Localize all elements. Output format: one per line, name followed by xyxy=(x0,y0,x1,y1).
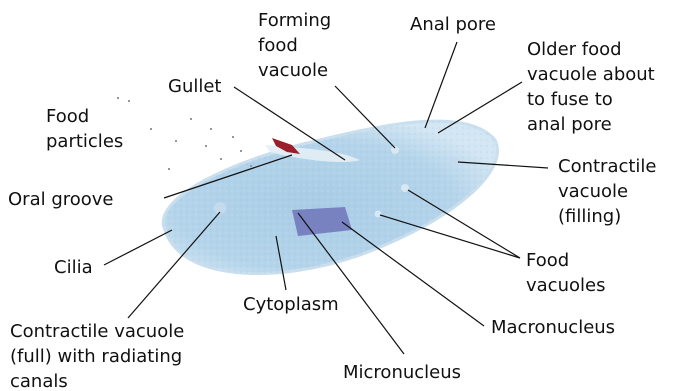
label-food-particles-line-1: Food xyxy=(46,106,89,127)
label-older-food-vacuole-line-1: Older food xyxy=(527,39,622,60)
label-food-vacuoles: Food vacuoles xyxy=(526,250,605,296)
label-gullet: Gullet xyxy=(168,76,222,97)
label-cilia: Cilia xyxy=(54,257,93,278)
label-contractile-vacuole-filling-line-2: vacuole xyxy=(558,181,628,202)
food-vacuole-3 xyxy=(375,211,382,218)
label-cytoplasm: Cytoplasm xyxy=(243,294,339,315)
label-contractile-vacuole-full: Contractile vacuole (full) with radiatin… xyxy=(10,321,190,391)
label-forming-food-vacuole-line-3: vacuole xyxy=(258,60,328,81)
label-contractile-vacuole-filling-line-1: Contractile xyxy=(558,156,657,177)
label-forming-food-vacuole: Forming food vacuole xyxy=(258,10,337,81)
label-older-food-vacuole-line-4: anal pore xyxy=(527,114,612,135)
label-contractile-vacuole-full-line-3: canals xyxy=(10,371,68,391)
cell-texture xyxy=(163,121,497,273)
label-food-particles-line-2: particles xyxy=(46,131,123,152)
label-anal-pore: Anal pore xyxy=(410,14,496,35)
label-forming-food-vacuole-line-1: Forming xyxy=(258,10,331,31)
label-contractile-vacuole-full-line-1: Contractile vacuole xyxy=(10,321,184,342)
label-contractile-vacuole-filling-line-3: (filling) xyxy=(558,206,621,227)
label-food-vacuoles-line-1: Food xyxy=(526,250,569,271)
label-macronucleus: Macronucleus xyxy=(491,317,615,338)
label-contractile-vacuole-filling: Contractile vacuole (filling) xyxy=(558,156,662,227)
label-food-particles: Food particles xyxy=(46,106,123,152)
label-food-vacuoles-line-2: vacuoles xyxy=(526,275,605,296)
leader-macronucleus xyxy=(342,222,484,326)
food-vacuole-2 xyxy=(401,184,409,192)
leader-cilia xyxy=(104,230,172,265)
leader-older-food-vacuole xyxy=(438,82,522,133)
label-older-food-vacuole-line-2: vacuole about xyxy=(527,64,655,85)
label-older-food-vacuole: Older food vacuole about to fuse to anal… xyxy=(527,39,660,135)
label-older-food-vacuole-line-3: to fuse to xyxy=(527,89,613,110)
leader-anal-pore xyxy=(425,42,457,128)
paramecium-cell xyxy=(163,121,497,273)
label-forming-food-vacuole-line-2: food xyxy=(258,35,298,56)
label-oral-groove: Oral groove xyxy=(8,189,114,210)
food-particles-dots xyxy=(117,97,252,170)
label-micronucleus: Micronucleus xyxy=(343,362,461,383)
label-contractile-vacuole-full-line-2: (full) with radiating xyxy=(10,346,182,367)
